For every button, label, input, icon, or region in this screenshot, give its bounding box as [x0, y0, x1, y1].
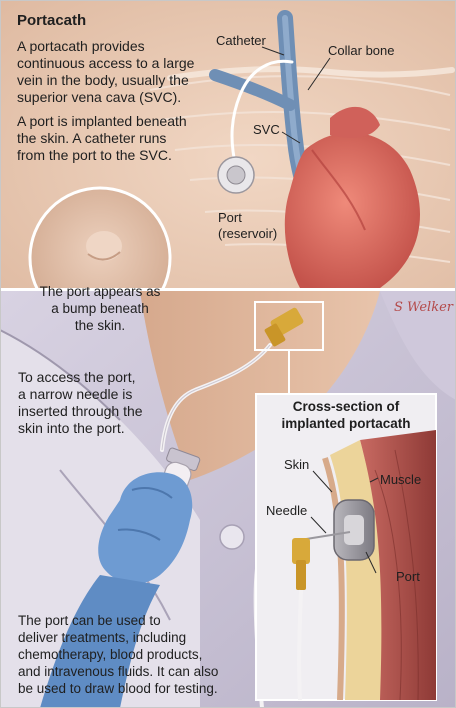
- port-reservoir-icon: [217, 156, 255, 194]
- label-svc: SVC: [253, 122, 280, 137]
- gloved-hand: [40, 472, 193, 708]
- label-collar-bone: Collar bone: [328, 43, 395, 58]
- label-port: Port: [396, 569, 420, 584]
- inset-title: Cross-section of implanted portacath: [281, 399, 411, 431]
- label-catheter: Catheter: [216, 33, 266, 48]
- panel-divider: [0, 288, 456, 291]
- intro-paragraph: A portacath provides continuous access t…: [17, 38, 195, 105]
- huber-needle-connector-icon: [264, 307, 304, 347]
- label-port-reservoir: Port (reservoir): [218, 210, 278, 241]
- catheter-line: [230, 59, 294, 170]
- top-leader-lines: [261, 46, 331, 144]
- diagram-title: Portacath: [17, 12, 87, 29]
- heart: [284, 106, 420, 288]
- label-skin: Skin: [284, 457, 310, 472]
- access-paragraph: To access the port, a narrow needle is i…: [18, 369, 143, 436]
- artist-signature: S Welker: [394, 300, 453, 315]
- uses-paragraph: The port can be used to deliver treatmen…: [18, 613, 219, 696]
- label-muscle: Muscle: [380, 472, 422, 487]
- port-description-paragraph: A port is implanted beneath the skin. A …: [17, 113, 187, 163]
- bump-caption: The port appears as a bump beneath the s…: [39, 284, 161, 333]
- label-needle: Needle: [266, 503, 308, 518]
- cross-section-inset: [255, 393, 437, 701]
